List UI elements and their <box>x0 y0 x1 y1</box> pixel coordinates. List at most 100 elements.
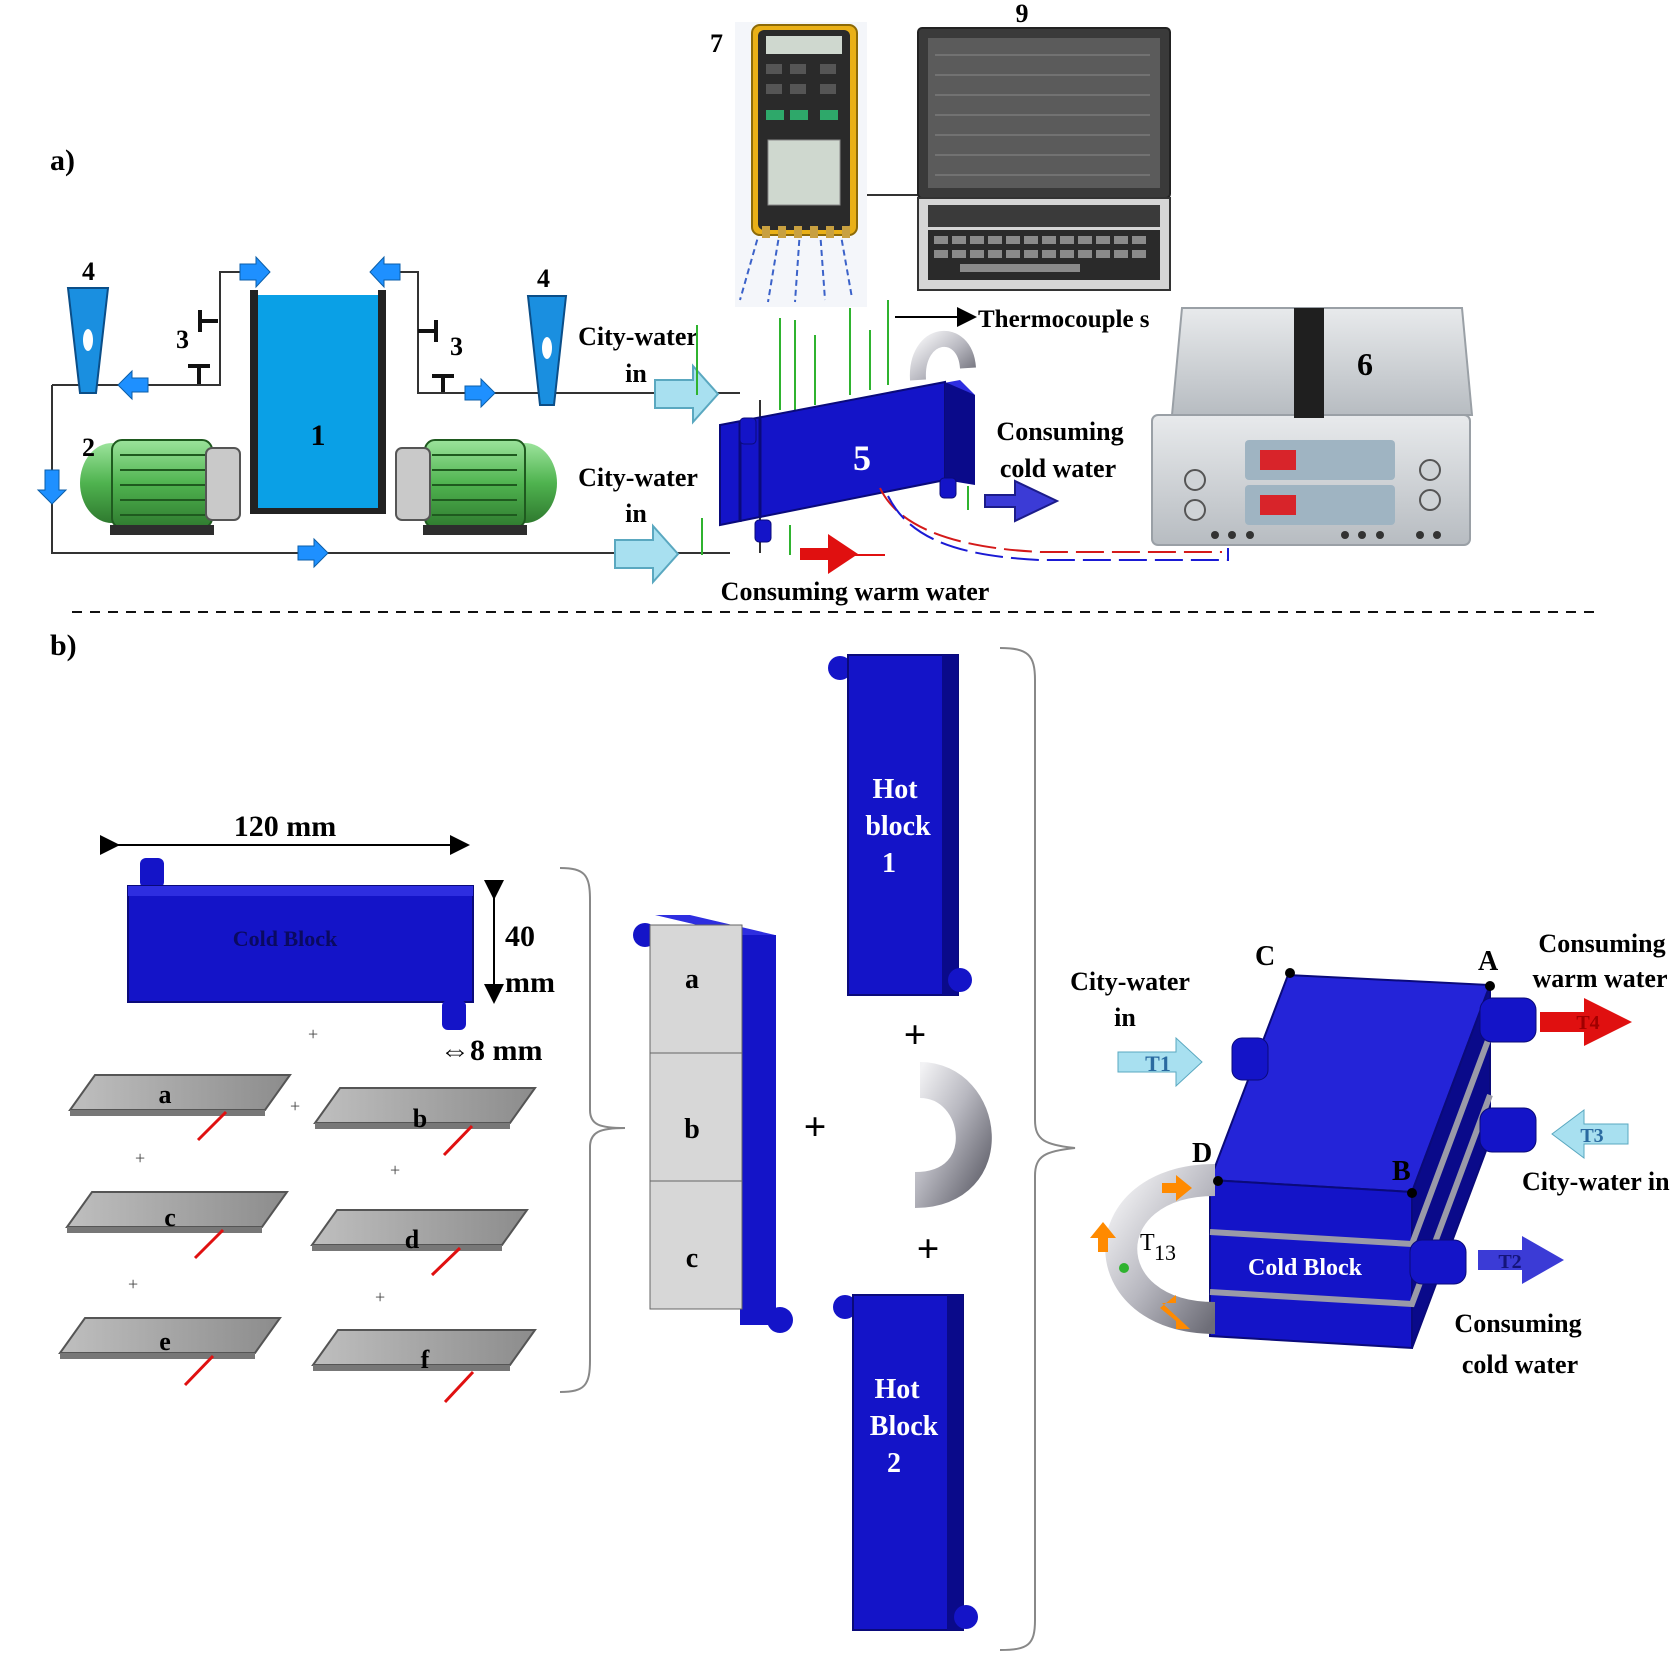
t2-arrow: T2 <box>1478 1236 1564 1284</box>
plus-top: + <box>904 1012 927 1057</box>
left-brace <box>559 867 626 1393</box>
valve-left <box>188 310 218 384</box>
laptop-computer <box>917 27 1171 291</box>
valve-number-right: 3 <box>450 332 463 361</box>
t3-label: T3 <box>1580 1125 1603 1147</box>
city-water-upper-line1: City-water <box>578 322 698 351</box>
corner-d: D <box>1192 1138 1212 1169</box>
height-dimension-value: 40 <box>505 920 535 953</box>
cold-block-title: Cold Block <box>233 926 338 951</box>
assembly-city-in-left-line1: City-water <box>1070 967 1190 996</box>
svg-text:+: + <box>308 1024 318 1044</box>
t4-label: T4 <box>1576 1012 1599 1034</box>
hot-block-1-line3: 1 <box>882 848 896 879</box>
city-water-lower-line1: City-water <box>578 463 698 492</box>
stack-assembly: a b c <box>633 915 793 1333</box>
unit-number: 5 <box>853 438 871 478</box>
module-a-label: a <box>159 1080 172 1109</box>
hot-block-1-line1: Hot <box>872 774 918 805</box>
consuming-warm-label: Consuming warm water <box>721 577 990 606</box>
assembly-city-in-right: City-water in <box>1522 1167 1670 1196</box>
city-water-lower-line2: in <box>625 499 647 528</box>
inlet-arrow-lower <box>614 523 680 585</box>
assembly-cold-block-label: Cold Block <box>1248 1255 1363 1281</box>
length-dimension: 120 mm <box>234 810 336 843</box>
teg-module-d: d <box>310 1209 529 1277</box>
flowmeter-number-left: 4 <box>82 257 95 286</box>
thermoelectric-unit: 5 <box>696 300 976 555</box>
stack-module-c: c <box>686 1243 698 1274</box>
right-brace <box>999 647 1076 1651</box>
data-logger-number: 7 <box>710 29 723 58</box>
module-d-label: d <box>405 1225 420 1254</box>
inlet-arrow-upper <box>654 363 720 425</box>
teg-module-a: a <box>68 1074 292 1142</box>
computer-number: 9 <box>1016 0 1029 28</box>
svg-text:+: + <box>390 1160 400 1180</box>
assembly-cold-line1: Consuming <box>1454 1309 1581 1338</box>
svg-text:+: + <box>135 1148 145 1168</box>
hot-block-1: Hot block 1 <box>828 654 972 996</box>
pipe-dimension: ⇔8 mm <box>440 1034 542 1067</box>
cold-block-dimensioned: 120 mm Cold Block 40 mm ⇔8 mm <box>100 810 555 1067</box>
warm-outlet-arrow <box>800 534 885 574</box>
valve-right <box>418 320 454 392</box>
teg-module-b: b <box>313 1087 537 1157</box>
t13-subscript: 13 <box>1154 1240 1176 1265</box>
hot-block-2-line1: Hot <box>874 1374 920 1405</box>
stack-module-b: b <box>684 1114 700 1145</box>
teg-modules: a b c d <box>58 1024 537 1404</box>
pump-left <box>80 439 241 535</box>
assembly-warm-line2: warm water <box>1533 964 1668 993</box>
assembly-city-in-left-line2: in <box>1114 1003 1136 1032</box>
plus-bottom: + <box>917 1226 940 1271</box>
svg-text:+: + <box>375 1287 385 1307</box>
module-e-label: e <box>159 1327 171 1356</box>
consuming-cold-line1: Consuming <box>996 417 1123 446</box>
thermocouples-label: Thermocouple s <box>978 306 1150 333</box>
pump-number: 2 <box>82 433 95 462</box>
city-water-upper-line2: in <box>625 359 647 388</box>
height-dimension-unit: mm <box>505 966 555 999</box>
t4-arrow: T4 <box>1540 998 1632 1046</box>
corner-a: A <box>1478 946 1499 977</box>
teg-module-e: e <box>58 1317 282 1387</box>
assembly-warm-line1: Consuming <box>1538 929 1665 958</box>
hot-block-2-line3: 2 <box>887 1448 901 1479</box>
final-assembly: Cold Block A B C D T 13 <box>1090 941 1537 1350</box>
teg-module-c: c <box>65 1191 289 1260</box>
panel-a-label: a) <box>50 144 75 177</box>
hot-block-1-line2: block <box>865 811 931 842</box>
panel-b: b) 120 mm Cold Block 40 mm ⇔8 mm a <box>50 629 1670 1651</box>
stack-module-a: a <box>685 964 699 995</box>
power-supply-number: 6 <box>1357 346 1373 382</box>
corner-b: B <box>1392 1156 1411 1187</box>
flow-arrows <box>36 255 496 569</box>
panel-a: a) 1 <box>36 0 1474 606</box>
pump-right <box>395 439 557 535</box>
svg-text:+: + <box>128 1274 138 1294</box>
water-tank: 1 <box>250 290 386 514</box>
plus-stack: + <box>804 1104 827 1149</box>
cold-outlet-arrow <box>984 479 1060 523</box>
t1-arrow: T1 <box>1117 1036 1203 1088</box>
valve-number-left: 3 <box>176 325 189 354</box>
t1-label: T1 <box>1145 1051 1171 1076</box>
t3-arrow: T3 <box>1551 1109 1629 1159</box>
panel-b-label: b) <box>50 629 77 662</box>
power-wires <box>879 487 1229 561</box>
tank-number: 1 <box>311 419 326 452</box>
flowmeter-number-right: 4 <box>537 264 550 293</box>
assembly-cold-line2: cold water <box>1462 1350 1578 1379</box>
svg-text:+: + <box>290 1096 300 1116</box>
hot-block-2-line2: Block <box>870 1411 939 1442</box>
flowmeter-left <box>66 287 110 394</box>
t13-letter: T <box>1140 1230 1155 1256</box>
flowmeter-right <box>526 295 568 406</box>
power-supply: 6 <box>1151 307 1474 546</box>
module-b-label: b <box>413 1104 427 1133</box>
teg-module-f: f <box>311 1329 537 1404</box>
module-c-label: c <box>164 1203 176 1232</box>
hot-block-2: Hot Block 2 <box>833 1294 978 1631</box>
